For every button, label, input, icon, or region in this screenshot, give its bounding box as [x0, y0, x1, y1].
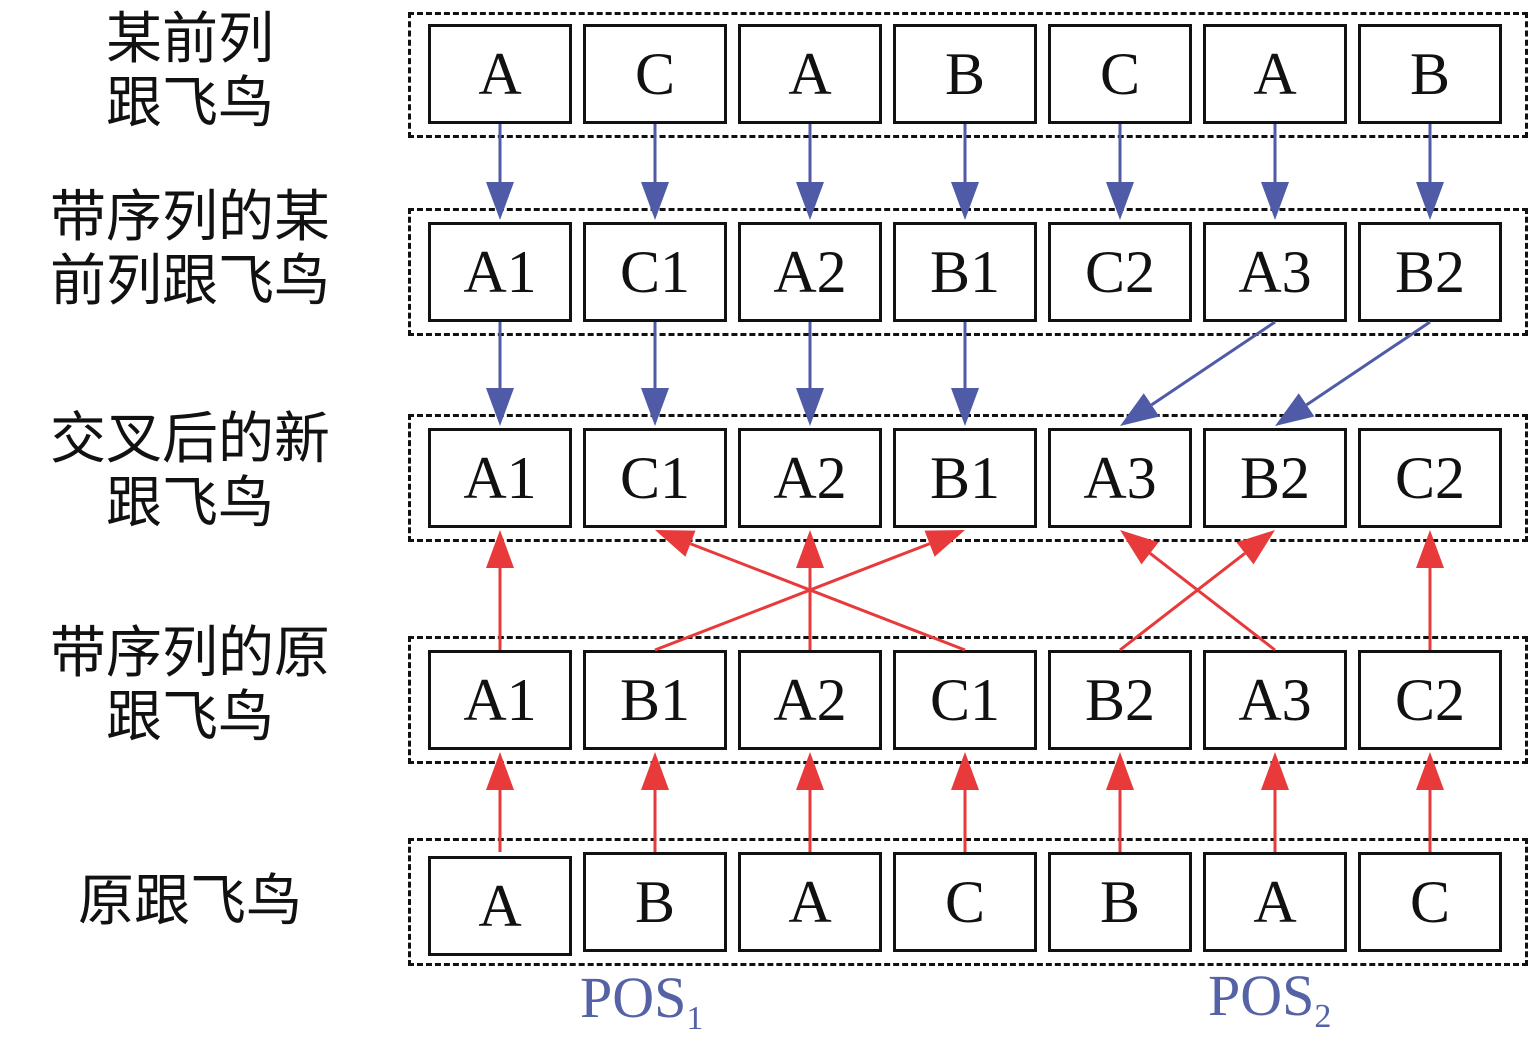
row-preceding-cell-6: A — [1203, 24, 1347, 124]
row-preceding-seq-cell-6: A3 — [1203, 222, 1347, 322]
row-original-cell-5: B — [1048, 852, 1192, 952]
row-preceding-seq-cell-5: C2 — [1048, 222, 1192, 322]
row-preceding-seq-cell-3: A2 — [738, 222, 882, 322]
row-label-line: 跟飞鸟 — [106, 685, 274, 750]
pos-label-sub: 1 — [686, 1000, 704, 1037]
row-original-cell-4: C — [893, 852, 1037, 952]
row-original-cell-6: A — [1203, 852, 1347, 952]
row-crossed-cell-2: C1 — [583, 428, 727, 528]
row-original-seq-cell-6: A3 — [1203, 650, 1347, 750]
row-original-seq-cell-2: B1 — [583, 650, 727, 750]
row-original-cell-7: C — [1358, 852, 1502, 952]
row-frame-original — [408, 838, 1528, 966]
row-label-line: 带序列的原 — [50, 621, 330, 686]
row-preceding-cell-2: C — [583, 24, 727, 124]
pos-label-main: POS — [1208, 963, 1315, 1028]
row-preceding-cell-3: A — [738, 24, 882, 124]
row-original-seq-cell-4: C1 — [893, 650, 1037, 750]
row-crossed-cell-5: A3 — [1048, 428, 1192, 528]
row-preceding-seq-cell-2: C1 — [583, 222, 727, 322]
row-label-line: 前列跟飞鸟 — [50, 249, 330, 314]
row-original-cell-3: A — [738, 852, 882, 952]
row-original-seq-cell-5: B2 — [1048, 650, 1192, 750]
row-label-preceding: 某前列 跟飞鸟 — [20, 8, 360, 136]
row-crossed-cell-3: A2 — [738, 428, 882, 528]
row-label-line: 跟飞鸟 — [106, 471, 274, 536]
row-label-original: 原跟飞鸟 — [20, 870, 360, 934]
row-original-seq-cell-7: C2 — [1358, 650, 1502, 750]
row-original-cell-2: B — [583, 852, 727, 952]
row-preceding-seq-cell-7: B2 — [1358, 222, 1502, 322]
red-arrow-r4r3-2-line — [654, 542, 931, 652]
row-crossed-cell-1: A1 — [428, 428, 572, 528]
row-label-line: 某前列 — [106, 7, 274, 72]
row-label-line: 跟飞鸟 — [106, 71, 274, 136]
row-label-crossed: 交叉后的新 跟飞鸟 — [20, 408, 360, 536]
row-preceding-seq-cell-1: A1 — [428, 222, 572, 322]
row-preceding-cell-5: C — [1048, 24, 1192, 124]
row-frame-preceding — [408, 12, 1528, 138]
row-label-preceding-seq: 带序列的某 前列跟飞鸟 — [20, 186, 360, 314]
row-original-seq-cell-3: A2 — [738, 650, 882, 750]
row-preceding-cell-7: B — [1358, 24, 1502, 124]
pos-label-sub: 2 — [1314, 998, 1332, 1035]
row-original-seq-cell-1: A1 — [428, 650, 572, 750]
row-label-line: 带序列的某 — [50, 185, 330, 250]
row-label-line: 原跟飞鸟 — [78, 869, 302, 934]
pos-label-main: POS — [580, 965, 687, 1030]
row-preceding-cell-4: B — [893, 24, 1037, 124]
row-crossed-cell-6: B2 — [1203, 428, 1347, 528]
red-arrow-r4r3-4-line — [689, 542, 966, 652]
pos-label-1: POS1 — [580, 968, 703, 1049]
row-preceding-seq-cell-4: B1 — [893, 222, 1037, 322]
row-label-line: 交叉后的新 — [50, 407, 330, 472]
row-crossed-cell-4: B1 — [893, 428, 1037, 528]
row-crossed-cell-7: C2 — [1358, 428, 1502, 528]
row-preceding-cell-1: A — [428, 24, 572, 124]
row-original-cell-1: A — [428, 856, 572, 956]
row-label-original-seq: 带序列的原 跟飞鸟 — [20, 622, 360, 750]
pos-label-2: POS2 — [1208, 966, 1331, 1047]
